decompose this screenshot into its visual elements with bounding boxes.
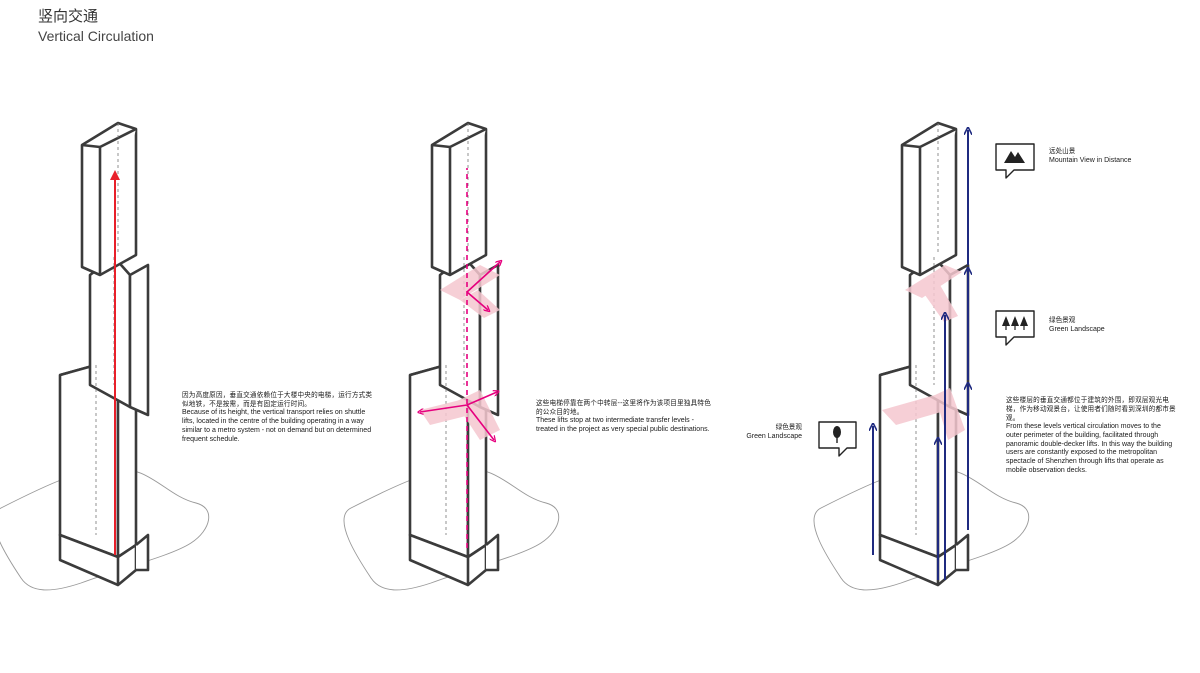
tree-callout <box>818 421 857 457</box>
mountain-label-cn: 远处山景 <box>1049 147 1076 155</box>
mountain-label-en: Mountain View in Distance <box>1049 157 1132 164</box>
shuttle-description-en: Because of its height, the vertical tran… <box>182 408 372 443</box>
perimeter-description-cn: 这些楼层的垂直交通都位于建筑的外围，即双层观光电梯，作为移动观景台，让使用者们随… <box>1006 396 1176 422</box>
trees-icon <box>1002 316 1028 330</box>
title-block: 竖向交通 Vertical Circulation <box>38 6 154 46</box>
transfer-lift-arrows <box>420 168 500 548</box>
trees-callout <box>995 310 1035 346</box>
shuttle-description: 因为高度原因，垂直交通依赖位于大楼中央的电梯，运行方式类似地铁，不是按需，而是有… <box>182 391 378 444</box>
green-lower-label: 绿色景观 Green Landscape <box>728 423 802 441</box>
transfer-description-en: These lifts stop at two intermediate tra… <box>536 416 710 433</box>
perimeter-description: 这些楼层的垂直交通都位于建筑的外围，即双层观光电梯，作为移动观景台，让使用者们随… <box>1006 396 1176 476</box>
green-upper-label-cn: 绿色景观 <box>1049 316 1076 324</box>
green-upper-label: 绿色景观 Green Landscape <box>1049 316 1105 334</box>
perimeter-lift-arrows <box>873 130 968 580</box>
green-lower-label-en: Green Landscape <box>746 433 802 440</box>
mountain-icon <box>1004 151 1025 163</box>
perimeter-zones <box>882 265 965 440</box>
tower-transfer <box>342 121 561 592</box>
green-upper-label-en: Green Landscape <box>1049 326 1105 333</box>
tower-perimeter <box>812 121 1031 592</box>
mountain-callout <box>995 143 1035 179</box>
tower-shuttle <box>0 121 211 592</box>
mountain-label: 远处山景 Mountain View in Distance <box>1049 147 1131 165</box>
shuttle-description-cn: 因为高度原因，垂直交通依赖位于大楼中央的电梯，运行方式类似地铁，不是按需，而是有… <box>182 391 373 408</box>
transfer-description-cn: 这些电梯停靠在两个中转层--这里将作为该项目里独具特色的公众目的地。 <box>536 399 712 416</box>
perimeter-description-en: From these levels vertical circulation m… <box>1006 422 1173 475</box>
green-lower-label-cn: 绿色景观 <box>775 423 802 431</box>
tree-icon <box>833 426 841 443</box>
page-title-en: Vertical Circulation <box>38 28 154 44</box>
page-title-cn: 竖向交通 <box>38 7 99 25</box>
transfer-description: 这些电梯停靠在两个中转层--这里将作为该项目里独具特色的公众目的地。 These… <box>536 399 716 435</box>
